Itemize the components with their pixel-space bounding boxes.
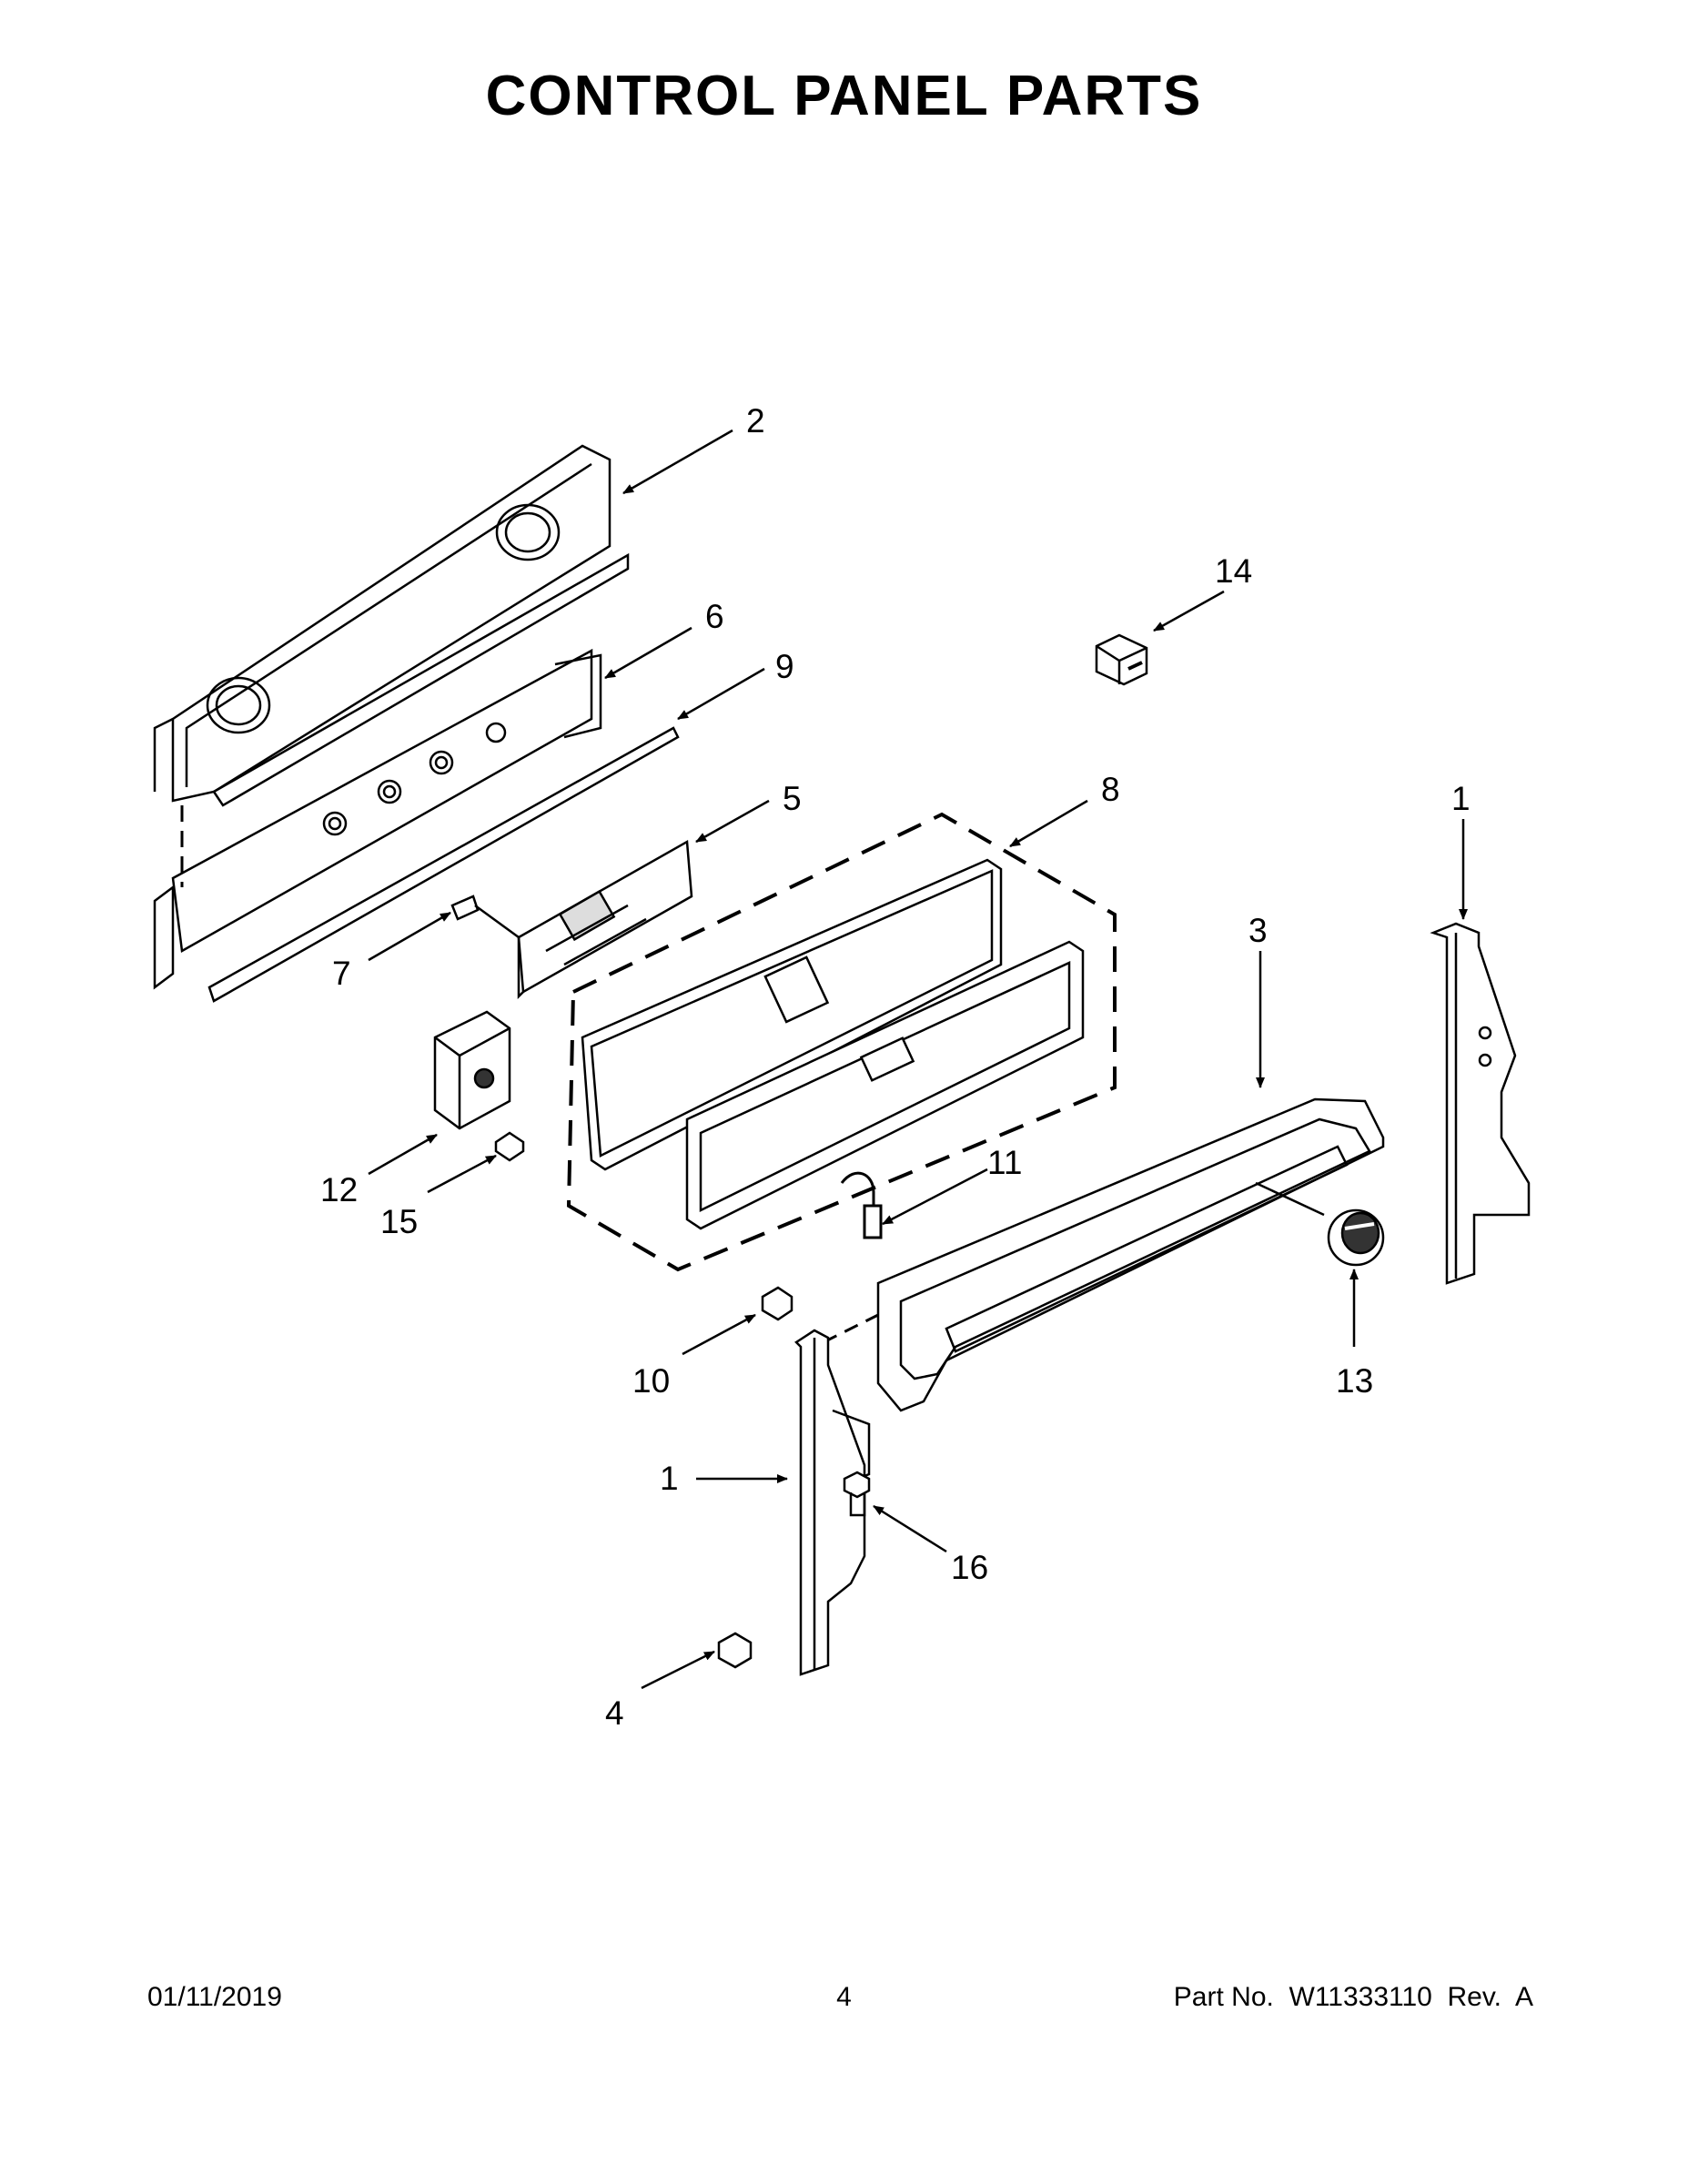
part-3-trim [876,1097,1385,1412]
alignment-line [823,1313,879,1344]
callout-4: 4 [605,1694,624,1732]
footer-part-number: Part No. W11333110 Rev. A [1173,1982,1533,2012]
part-10-screw [761,1286,793,1321]
part-13-knob [1327,1208,1385,1267]
part-8-inner-frame [685,940,1085,1230]
part-1-right-end-cap [1430,922,1531,1285]
part-1-left-end-cap [794,1329,871,1676]
part-6-bracket [153,648,602,990]
callout-12: 12 [320,1171,358,1208]
callout-15: 15 [380,1203,418,1240]
callout-arrows [368,429,1468,1690]
part-2-rear-panel [153,444,630,807]
callout-labels: 2 6 9 5 7 8 14 1 3 11 12 15 13 10 1 16 4 [320,402,1471,1732]
part-7-screw [450,895,520,939]
callout-14: 14 [1215,552,1252,590]
part-16-screw [843,1471,871,1517]
footer-date: 01/11/2019 [147,1982,282,2012]
callout-11: 11 [987,1144,1022,1181]
part-9-strip [207,726,680,1003]
part-14-relay [1095,633,1148,686]
part-5-control-board [517,839,693,1000]
callout-7: 7 [332,955,351,992]
leader-line [1255,1181,1325,1217]
part-11-wire-harness [840,1171,883,1239]
callout-16: 16 [951,1549,988,1586]
page-title: CONTROL PANEL PARTS [485,65,1203,127]
footer-page-number: 4 [836,1982,852,2012]
callout-5: 5 [783,780,802,817]
callout-1-right: 1 [1451,780,1471,817]
part-8-console-panel [581,858,1003,1171]
callout-10: 10 [632,1362,670,1400]
part-15-screw [494,1131,525,1162]
callout-13: 13 [1336,1362,1373,1400]
callout-2: 2 [746,402,765,440]
callout-3: 3 [1248,912,1268,949]
callout-1-left: 1 [660,1460,679,1497]
callout-6: 6 [705,598,724,635]
callout-8: 8 [1101,771,1120,808]
part-12-switch [433,1010,511,1130]
callout-9: 9 [775,648,794,685]
part-8-assembly-outline [566,812,1117,1272]
part-4-screw [717,1632,753,1669]
